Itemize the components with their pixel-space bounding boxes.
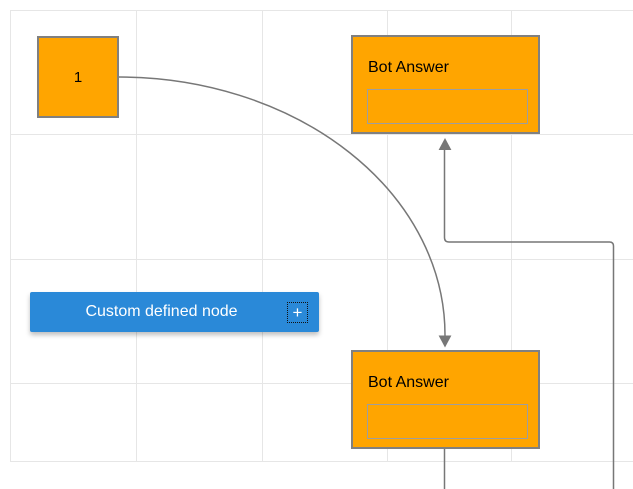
node-bot-answer-top[interactable]: Bot Answer [351,35,540,134]
palette-item-label: Custom defined node [85,303,238,320]
bot-answer-textbox[interactable] [367,404,528,439]
palette-item-custom-defined-node[interactable]: Custom defined node + [30,292,319,332]
bot-answer-title: Bot Answer [368,374,449,391]
bot-answer-title: Bot Answer [368,59,449,76]
add-icon[interactable]: + [287,301,308,323]
node-start[interactable]: 1 [37,36,119,118]
node-bot-answer-bottom[interactable]: Bot Answer [351,350,540,449]
connector-curved-start-to-bottom-bot[interactable] [118,76,452,348]
bot-answer-textbox[interactable] [367,89,528,124]
connector-orthogonal-bottom-to-top-bot[interactable] [438,138,615,489]
node-start-label: 1 [73,68,83,86]
